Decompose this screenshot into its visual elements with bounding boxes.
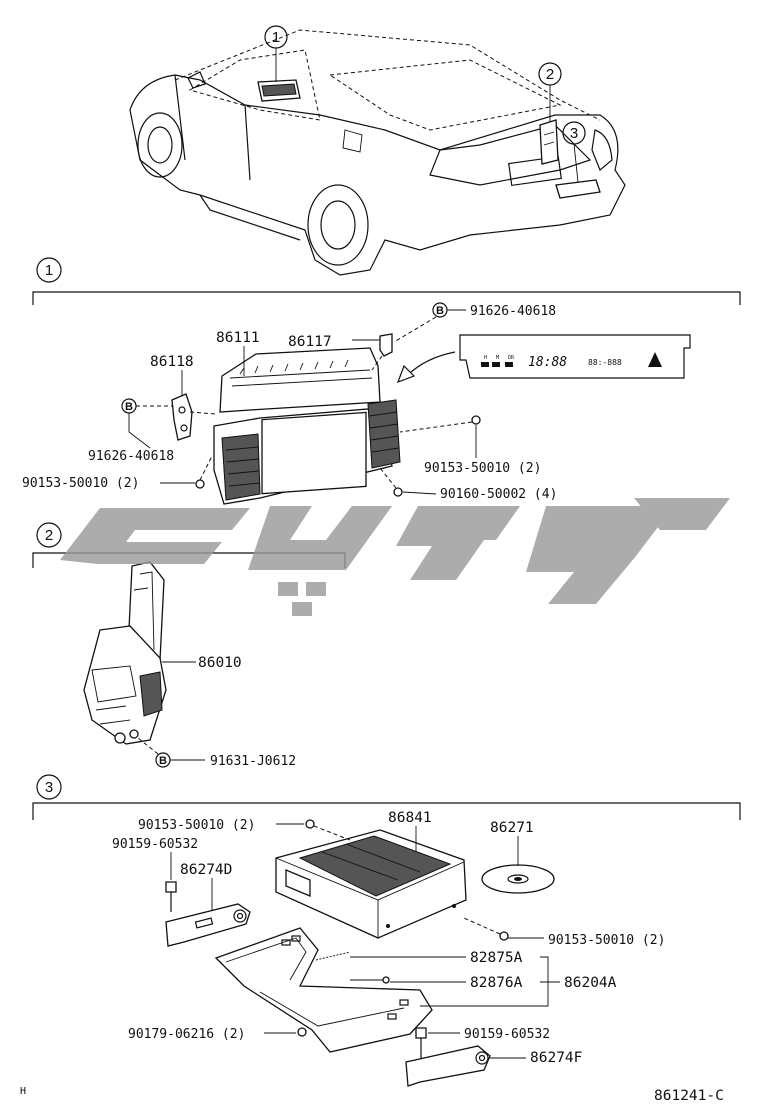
footer-left-mark: H bbox=[20, 1086, 26, 1097]
changer-86841 bbox=[275, 829, 467, 939]
label-86117: 86117 bbox=[288, 334, 332, 350]
label-90153-50010-s3-top: 90153-50010 (2) bbox=[138, 818, 255, 833]
label-86274D: 86274D bbox=[180, 862, 232, 878]
label-86274F: 86274F bbox=[530, 1050, 582, 1066]
label-91626-40618-top: 91626-40618 bbox=[470, 304, 556, 319]
svg-text:M: M bbox=[496, 355, 499, 361]
watermark-dot-1 bbox=[278, 582, 298, 596]
label-86010: 86010 bbox=[198, 655, 242, 671]
reference-b-top: B bbox=[436, 305, 444, 317]
label-90160-50002: 90160-50002 (4) bbox=[440, 487, 557, 502]
car-overview: 1 2 3 bbox=[129, 25, 626, 276]
label-90159-60532-bottom: 90159-60532 bbox=[464, 1027, 550, 1042]
label-90179-06216: 90179-06216 (2) bbox=[128, 1027, 245, 1042]
label-91626-40618-left: 91626-40618 bbox=[88, 449, 174, 464]
cradle-86204A bbox=[214, 927, 433, 1053]
label-86204A: 86204A bbox=[564, 975, 617, 991]
display-time: 18:88 bbox=[528, 355, 567, 370]
watermark-shape-2 bbox=[248, 506, 392, 570]
section-1-number: 1 bbox=[45, 262, 53, 279]
label-82876A: 82876A bbox=[470, 975, 523, 991]
watermark-dot-3 bbox=[292, 602, 312, 616]
label-90159-60532-top: 90159-60532 bbox=[112, 837, 198, 852]
section-2: 2 86010 B 91631-J0612 bbox=[32, 522, 346, 769]
watermark-shape-5 bbox=[634, 498, 730, 530]
watermark-shape-4 bbox=[526, 506, 674, 604]
label-86118: 86118 bbox=[150, 354, 194, 370]
label-91631-J0612: 91631-J0612 bbox=[210, 754, 296, 769]
overview-callout-2: 2 bbox=[546, 66, 554, 83]
svg-text:H: H bbox=[484, 355, 487, 361]
bracket-86010 bbox=[83, 561, 167, 745]
section-2-number: 2 bbox=[45, 527, 53, 544]
label-90153-50010-right: 90153-50010 (2) bbox=[424, 461, 541, 476]
overview-callout-1: 1 bbox=[272, 29, 280, 46]
watermark-logo bbox=[60, 498, 730, 616]
label-86111: 86111 bbox=[216, 330, 260, 346]
overview-callout-3: 3 bbox=[570, 125, 578, 142]
watermark-dot-2 bbox=[306, 582, 326, 596]
label-90153-50010-left: 90153-50010 (2) bbox=[22, 476, 139, 491]
display-readout-panel: H M DR 18:88 88:-888 bbox=[459, 334, 691, 379]
label-90153-50010-s3-right: 90153-50010 (2) bbox=[548, 933, 665, 948]
section-3-number: 3 bbox=[45, 779, 53, 796]
section-1: 1 H M DR 18:88 88:-888 bbox=[22, 257, 741, 505]
watermark-shape-1 bbox=[60, 508, 250, 564]
label-82875A: 82875A bbox=[470, 950, 523, 966]
label-86271: 86271 bbox=[490, 820, 534, 836]
display-sub-readout: 88:-888 bbox=[588, 358, 622, 367]
footer-figure-code: 861241-C bbox=[654, 1088, 724, 1104]
label-86841: 86841 bbox=[388, 810, 432, 826]
watermark-shape-3 bbox=[396, 506, 520, 580]
disc-86271 bbox=[481, 864, 555, 894]
reference-b-section2: B bbox=[159, 755, 167, 767]
section-3: 3 bbox=[32, 774, 741, 1087]
svg-text:DR: DR bbox=[508, 355, 515, 361]
head-unit-86111 bbox=[213, 347, 401, 505]
reference-b-left: B bbox=[125, 401, 133, 413]
